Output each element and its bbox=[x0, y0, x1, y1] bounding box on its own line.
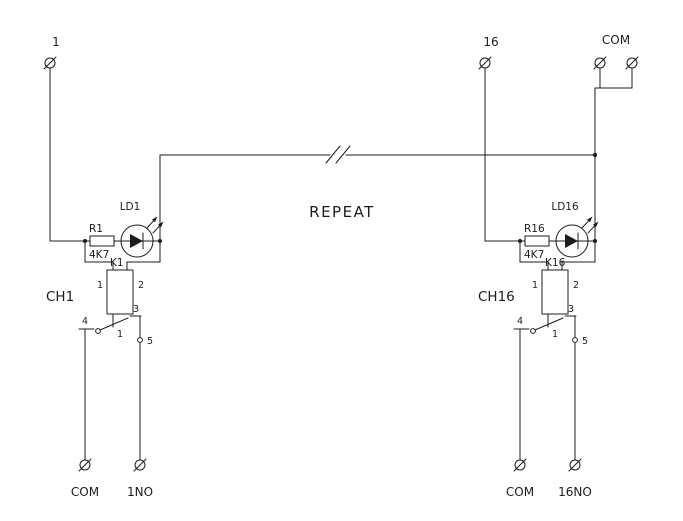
bottom-terminal-no: 16NO bbox=[558, 458, 592, 499]
relay-coil-body bbox=[541, 269, 569, 315]
relay-coil-body bbox=[106, 269, 134, 315]
switch-pin4-label: 4 bbox=[82, 316, 88, 327]
top-terminal-label: 16 bbox=[483, 35, 498, 49]
switch-pin5-label: 5 bbox=[147, 336, 153, 347]
com-top-label: COM bbox=[602, 33, 630, 47]
switch-pin3-label: 3 bbox=[568, 304, 574, 315]
bottom-terminal-com: COM bbox=[506, 458, 534, 499]
led-light-arrow bbox=[146, 219, 155, 229]
bottom-terminal-no: 1NO bbox=[127, 458, 153, 499]
relay-switch: 1 4 3 5 bbox=[513, 304, 588, 347]
coil-pin-right-label: 2 bbox=[573, 280, 579, 291]
switch-pin3-label: 3 bbox=[133, 304, 139, 315]
resistor-label: R16 bbox=[524, 223, 545, 235]
junction-dot bbox=[158, 239, 162, 243]
wire-break-slash bbox=[325, 145, 341, 164]
relay-coil: K1 1 2 bbox=[97, 257, 144, 315]
main-bus-wire bbox=[159, 145, 598, 164]
switch-arm bbox=[99, 317, 129, 331]
resistor: R1 4K7 bbox=[89, 223, 115, 261]
bottom-no-label: 16NO bbox=[558, 485, 592, 499]
switch-pivot-contact bbox=[95, 328, 101, 334]
resistor: R16 4K7 bbox=[524, 223, 550, 261]
resistor-value: 4K7 bbox=[524, 249, 544, 261]
junction-dot bbox=[83, 239, 87, 243]
channel-1: 1 R1 4K7 LD1 bbox=[43, 35, 164, 499]
wires bbox=[484, 67, 596, 461]
wires bbox=[49, 67, 161, 461]
led-light-arrow bbox=[581, 219, 590, 229]
relay-label: K16 bbox=[545, 257, 566, 269]
coil-pin-right-label: 2 bbox=[138, 280, 144, 291]
junction-dot bbox=[593, 239, 597, 243]
repeat-label: REPEAT bbox=[309, 203, 375, 221]
led-light-arrow bbox=[152, 224, 161, 234]
switch-pin5-contact bbox=[137, 337, 143, 343]
wire-break-slash bbox=[335, 145, 351, 164]
switch-pin1-label: 1 bbox=[552, 329, 558, 340]
switch-pin1-label: 1 bbox=[117, 329, 123, 340]
relay-label: K1 bbox=[110, 257, 124, 269]
bottom-com-label: COM bbox=[506, 485, 534, 499]
switch-pin5-label: 5 bbox=[582, 336, 588, 347]
switch-pin5-contact bbox=[572, 337, 578, 343]
junction-dot bbox=[518, 239, 522, 243]
resistor-body bbox=[524, 235, 550, 247]
resistor-label: R1 bbox=[89, 223, 103, 235]
bottom-com-label: COM bbox=[71, 485, 99, 499]
wires bbox=[594, 67, 633, 156]
switch-arm bbox=[534, 317, 564, 331]
resistor-value: 4K7 bbox=[89, 249, 109, 261]
top-terminal: 1 bbox=[43, 35, 60, 70]
bottom-terminal-com: COM bbox=[71, 458, 99, 499]
bottom-no-label: 1NO bbox=[127, 485, 153, 499]
led-anode-triangle bbox=[130, 234, 143, 248]
top-terminal-label: 1 bbox=[52, 35, 60, 49]
switch-pivot-contact bbox=[530, 328, 536, 334]
top-terminal: 16 bbox=[478, 35, 499, 70]
relay-switch: 1 4 3 5 bbox=[78, 304, 153, 347]
led-anode-triangle bbox=[565, 234, 578, 248]
led: LD1 bbox=[120, 201, 164, 258]
channel-label: CH1 bbox=[46, 289, 74, 305]
relay-coil: K16 1 2 bbox=[532, 257, 579, 315]
led-label: LD16 bbox=[551, 201, 579, 213]
channel-label: CH16 bbox=[478, 289, 515, 305]
coil-pin-left-label: 1 bbox=[97, 280, 103, 291]
resistor-body bbox=[89, 235, 115, 247]
led-light-arrow bbox=[587, 224, 596, 234]
channel-16: 16 R16 4K7 LD bbox=[478, 35, 599, 499]
led: LD16 bbox=[551, 201, 599, 258]
coil-pin-left-label: 1 bbox=[532, 280, 538, 291]
led-label: LD1 bbox=[120, 201, 141, 213]
com-terminal-group: COM bbox=[593, 33, 639, 156]
switch-pin4-label: 4 bbox=[517, 316, 523, 327]
